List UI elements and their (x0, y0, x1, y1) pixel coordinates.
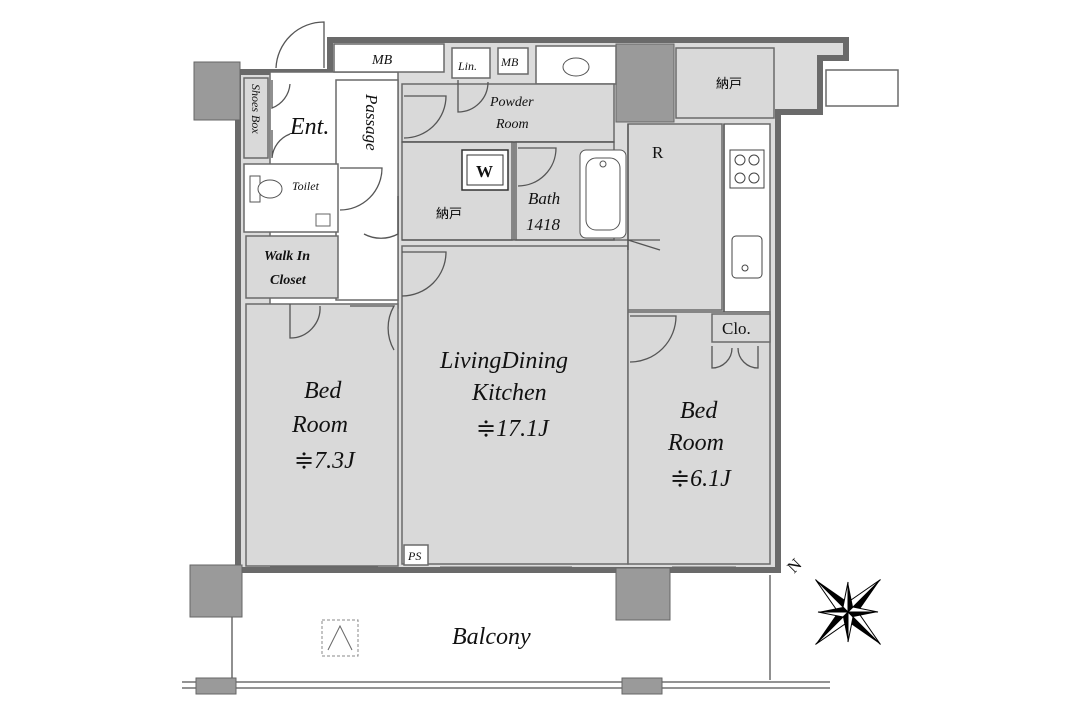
label-shoes-box: Shoes Box (249, 84, 263, 134)
storage-top (675, 47, 775, 119)
label-bed-left-1: Bed (304, 378, 342, 404)
label-storage-mid: 納戸 (436, 207, 462, 222)
label-wic-1: Walk In (264, 249, 310, 264)
label-lin: Lin. (457, 59, 477, 73)
label-ps: PS (407, 549, 421, 563)
door-swing-icon (271, 21, 759, 369)
pipe-space (403, 544, 429, 566)
label-mb-right: MB (500, 55, 519, 69)
label-passage: Passage (362, 93, 381, 151)
label-powder-room-1: Powder (489, 95, 534, 110)
label-bath-1: Bath (528, 189, 560, 208)
label-powder-room-2: Room (495, 117, 529, 132)
label-bed-left-size: ≑7.3J (294, 448, 356, 474)
label-bath-2: 1418 (526, 215, 561, 234)
label-storage-top: 納戸 (716, 77, 742, 92)
bed-room-right (627, 311, 771, 565)
label-ldk-2: Kitchen (471, 380, 547, 406)
compass-rose-icon (815, 579, 881, 645)
label-entrance: Ent. (289, 114, 329, 140)
pillar (193, 61, 241, 121)
label-toilet: Toilet (292, 179, 320, 193)
shoes-box (243, 77, 269, 159)
compass-north-label: N (783, 555, 805, 577)
pillar (615, 567, 671, 621)
label-bed-left-2: Room (291, 412, 348, 438)
vanity (535, 45, 617, 85)
sink-icon (562, 57, 590, 77)
balcony-area (182, 575, 830, 695)
pillar (615, 43, 675, 123)
label-washer: W (476, 162, 493, 181)
sink-icon (731, 235, 763, 279)
bathtub-icon (579, 149, 627, 239)
pillar (189, 564, 243, 618)
mb-left (333, 43, 445, 73)
powder-room (401, 83, 615, 143)
mb-right (497, 47, 529, 75)
label-bed-right-1: Bed (680, 398, 718, 424)
kitchen-zone (627, 123, 723, 311)
label-mb-left: MB (371, 53, 393, 68)
lin (451, 47, 491, 79)
walk-in-closet (245, 235, 339, 299)
label-wic-2: Closet (270, 273, 307, 288)
closet (711, 313, 771, 343)
outdoor-unit (825, 69, 899, 107)
label-ldk-size: ≑17.1J (476, 416, 550, 442)
toilet-icon (249, 175, 283, 203)
passage-area (335, 79, 399, 301)
washer-icon (461, 149, 509, 191)
label-refrigerator: R (652, 143, 664, 162)
living-dining-kitchen (401, 245, 629, 565)
bed-room-left (245, 303, 399, 567)
label-bed-right-size: ≑6.1J (670, 466, 732, 492)
label-ldk-1: LivingDining (439, 348, 568, 374)
internal-walls (402, 124, 725, 312)
label-balcony: Balcony (452, 624, 531, 650)
hatch-box (321, 619, 359, 657)
stove-icon (729, 149, 765, 189)
label-bed-right-2: Room (667, 430, 724, 456)
label-closet: Clo. (722, 319, 751, 338)
